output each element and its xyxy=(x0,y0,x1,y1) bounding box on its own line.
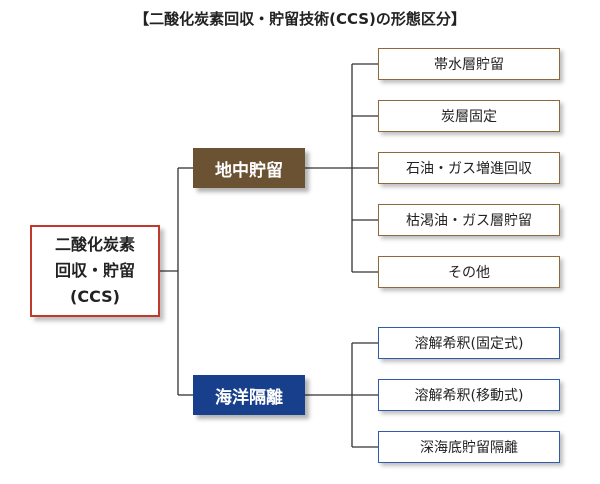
leaf-dissolution-moving: 溶解希釈(移動式) xyxy=(378,379,560,411)
leaf-deep-seabed-storage: 深海底貯留隔離 xyxy=(378,431,560,463)
category-geological-storage: 地中貯留 xyxy=(193,148,305,188)
leaf-enhanced-oil-gas-recovery: 石油・ガス増進回収 xyxy=(378,152,560,184)
root-line-1: 二酸化炭素 xyxy=(54,235,135,254)
diagram-title: 【二酸化炭素回収・貯留技術(CCS)の形態区分】 xyxy=(134,10,466,28)
leaf-depleted-reservoir-storage: 枯渇油・ガス層貯留 xyxy=(378,204,560,236)
leaf-dissolution-fixed: 溶解希釈(固定式) xyxy=(378,327,560,359)
leaf-coal-seam-fixation: 炭層固定 xyxy=(378,100,560,132)
leaf-aquifer-storage: 帯水層貯留 xyxy=(378,48,560,80)
category-ocean-sequestration: 海洋隔離 xyxy=(193,375,305,415)
root-node-ccs: 二酸化炭素 回収・貯留 (CCS) xyxy=(30,225,160,317)
root-line-2: 回収・貯留 xyxy=(54,261,135,280)
leaf-other: その他 xyxy=(378,256,560,288)
root-line-3: (CCS) xyxy=(70,287,120,306)
